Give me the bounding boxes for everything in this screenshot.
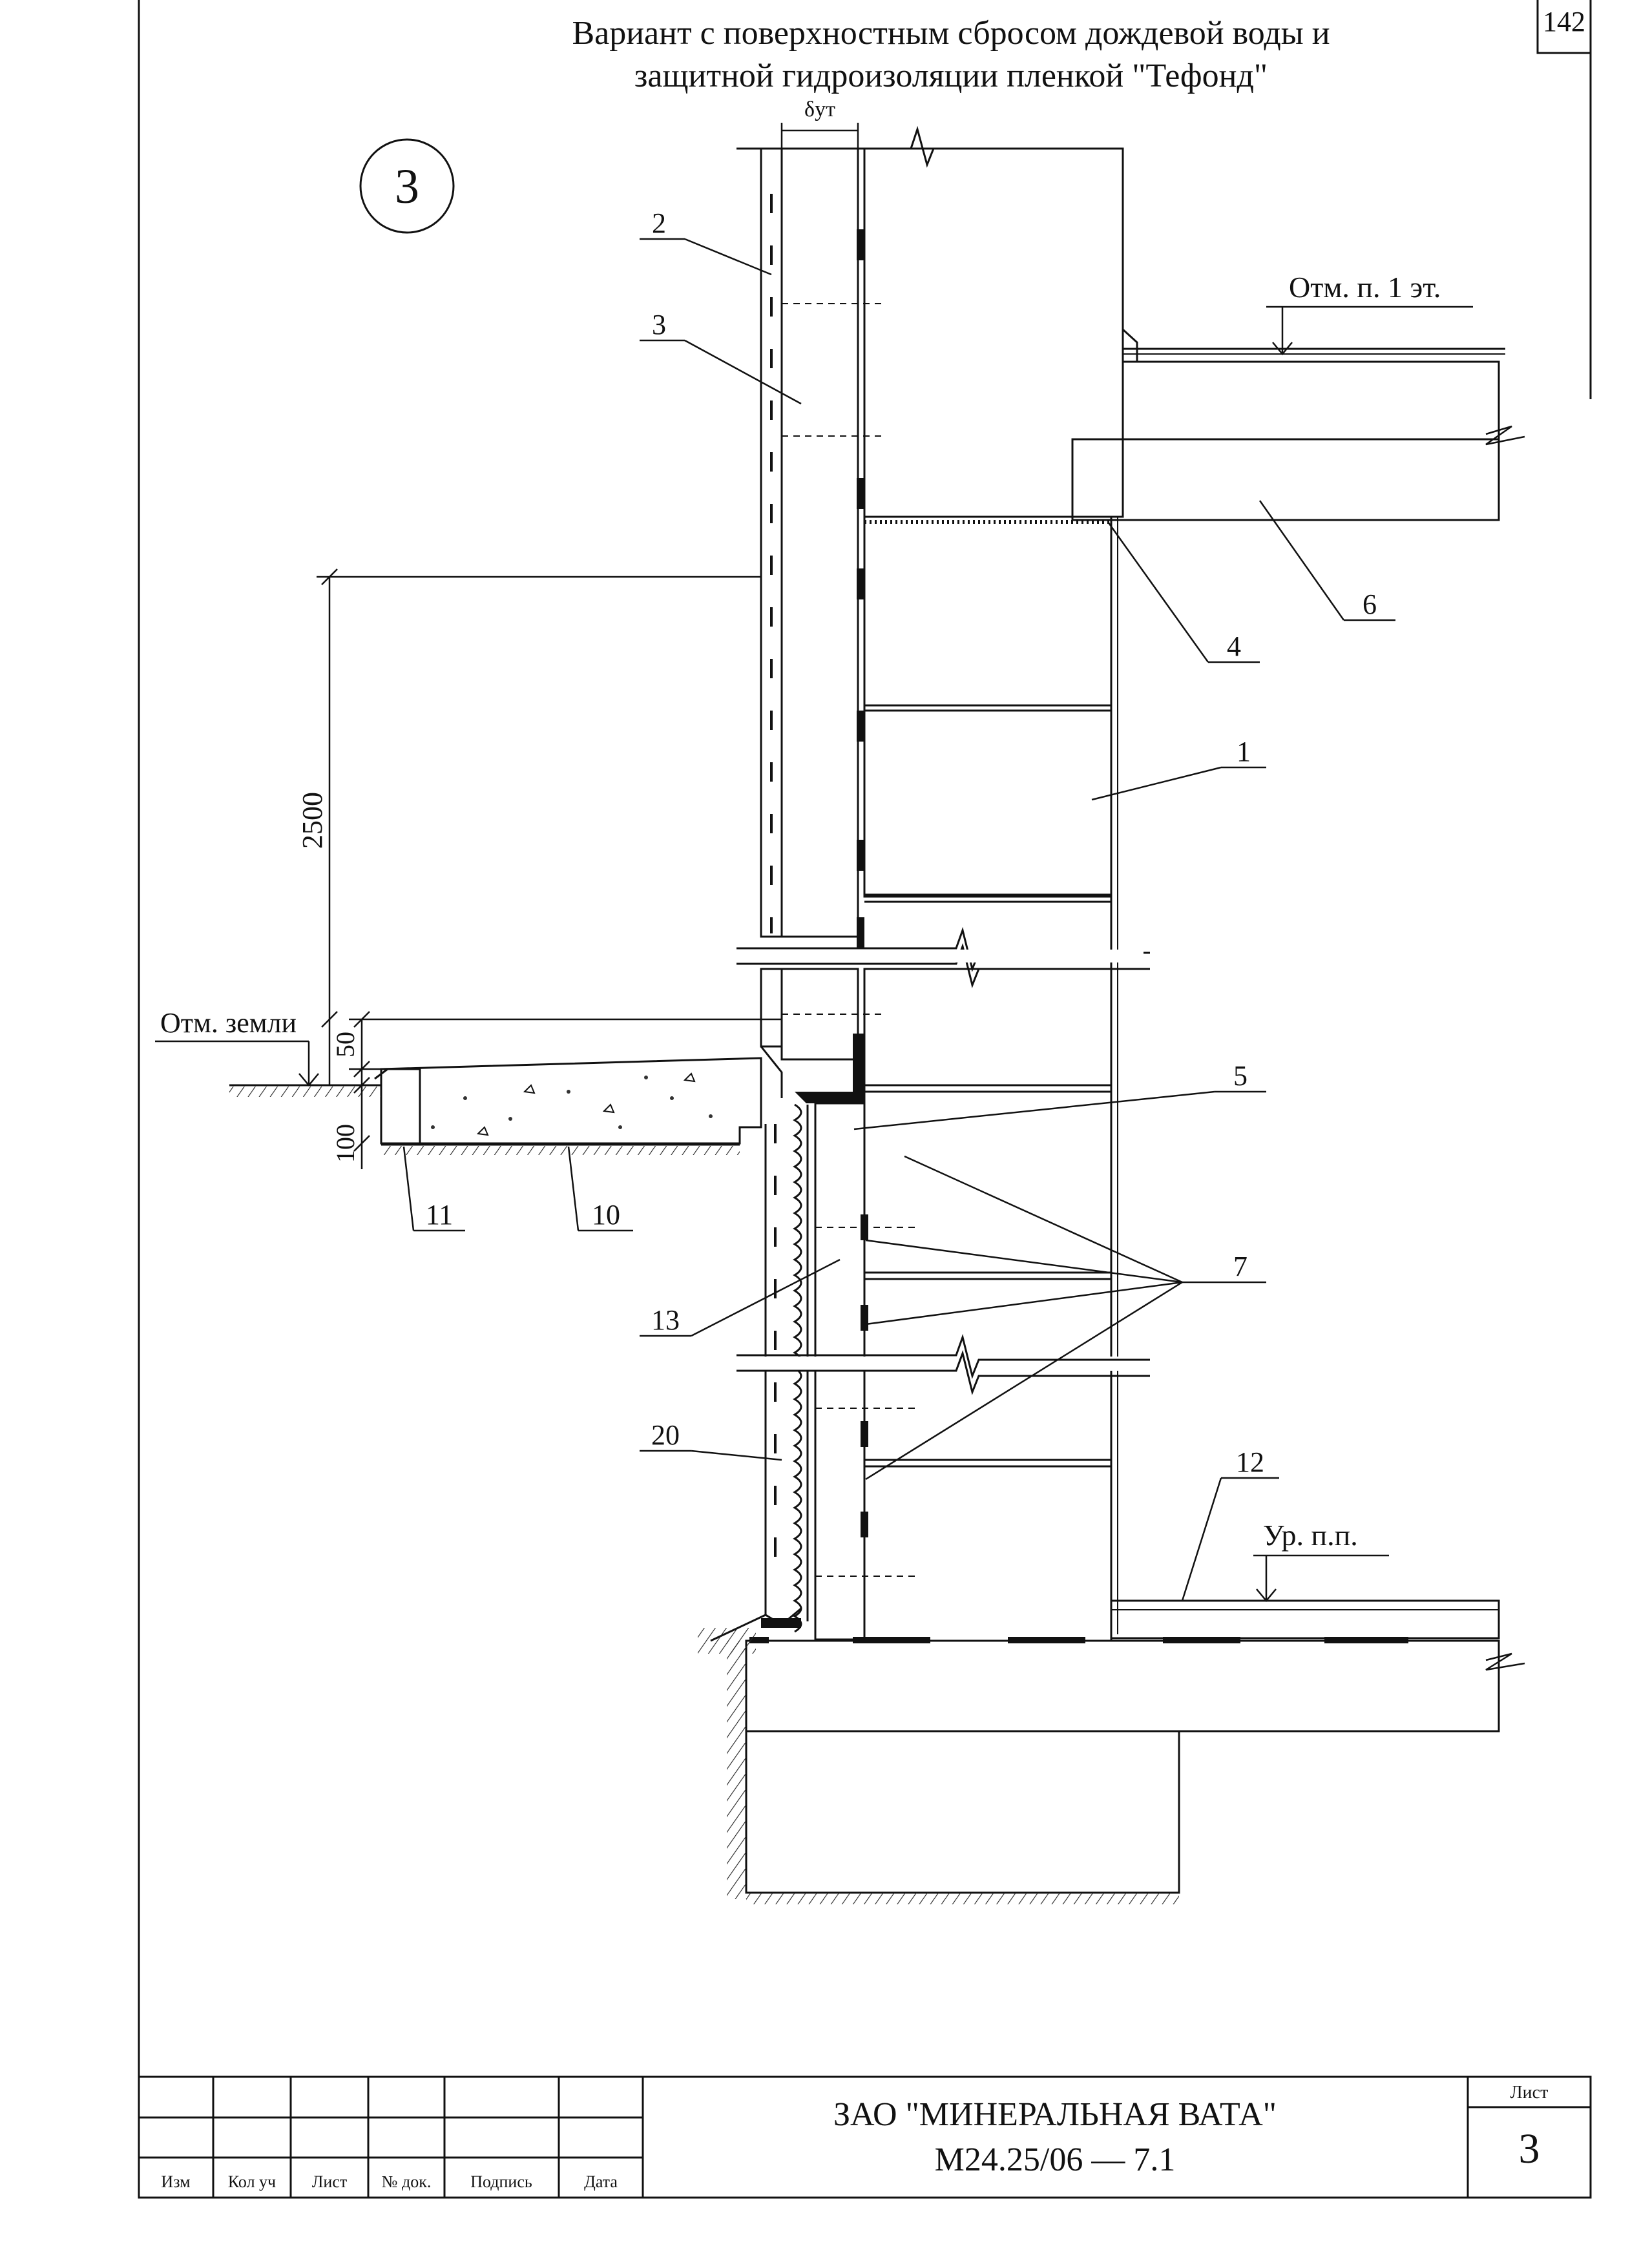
col-kol-uch: Кол уч xyxy=(228,2172,276,2191)
callout-12: 12 xyxy=(1236,1446,1264,1478)
level-mark-first-floor: Отм. п. 1 эт. xyxy=(1266,271,1473,355)
sheet-number: 3 xyxy=(1519,2125,1540,2172)
callout-10: 10 xyxy=(592,1199,620,1231)
detail-marker: 3 xyxy=(359,138,455,234)
level-label-first-floor: Отм. п. 1 эт. xyxy=(1289,271,1441,304)
callout-1: 1 xyxy=(1237,736,1251,767)
callout-5: 5 xyxy=(1233,1060,1248,1092)
callout-11: 11 xyxy=(426,1199,453,1231)
callout-13: 13 xyxy=(651,1304,680,1336)
callout-20: 20 xyxy=(651,1419,680,1451)
dimension-2500 xyxy=(317,568,782,1169)
detail-number: 3 xyxy=(395,160,419,214)
level-label-ground: Отм. земли xyxy=(160,1007,297,1039)
callout-numbers: 2 3 6 4 1 5 7 11 10 13 20 12 xyxy=(426,207,1377,1478)
dimension-100-label: 100 xyxy=(331,1124,360,1163)
drawing-title-line2: защитной гидроизоляции пленкой "Тефонд" xyxy=(634,57,1268,94)
document-code: М24.25/06 — 7.1 xyxy=(935,2141,1176,2178)
callout-2: 2 xyxy=(652,207,666,239)
title-block xyxy=(138,2076,1592,2199)
callout-7: 7 xyxy=(1233,1251,1248,1282)
plinth-wall xyxy=(736,968,1150,1642)
sheet-label: Лист xyxy=(1510,2083,1549,2103)
level-mark-basement: Ур. п.п. xyxy=(1253,1519,1389,1602)
callout-4: 4 xyxy=(1227,630,1241,662)
insulation-thickness-label: δут xyxy=(804,98,835,121)
col-list: Лист xyxy=(312,2172,347,2191)
callout-6: 6 xyxy=(1363,588,1377,620)
col-signature: Подпись xyxy=(470,2172,532,2191)
col-date: Дата xyxy=(584,2172,618,2191)
level-mark-ground: Отм. земли xyxy=(155,1007,319,1087)
col-doc: № док. xyxy=(382,2172,432,2191)
page-number: 142 xyxy=(1543,6,1585,37)
callouts xyxy=(402,238,1395,1601)
col-izm: Изм xyxy=(161,2172,190,2191)
page-number-box: 142 xyxy=(1536,0,1591,54)
upper-wall: δут Отм. п. 1 эт. xyxy=(736,98,1525,1634)
company-name: ЗАО "МИНЕРАЛЬНАЯ ВАТА" xyxy=(833,2096,1277,2133)
title-block-columns: Изм Кол уч Лист № док. Подпись Дата xyxy=(161,2172,618,2191)
blind-area: Отм. земли 2500 50 100 xyxy=(155,568,782,1169)
level-label-basement: Ур. п.п. xyxy=(1263,1519,1358,1552)
dimension-50-label: 50 xyxy=(331,1032,360,1057)
drawing-title-line1: Вариант с поверхностным сбросом дождевой… xyxy=(572,15,1330,52)
dimension-2500-label: 2500 xyxy=(297,792,328,849)
foundation: Ур. п.п. xyxy=(698,1519,1525,1904)
callout-3: 3 xyxy=(652,309,666,340)
